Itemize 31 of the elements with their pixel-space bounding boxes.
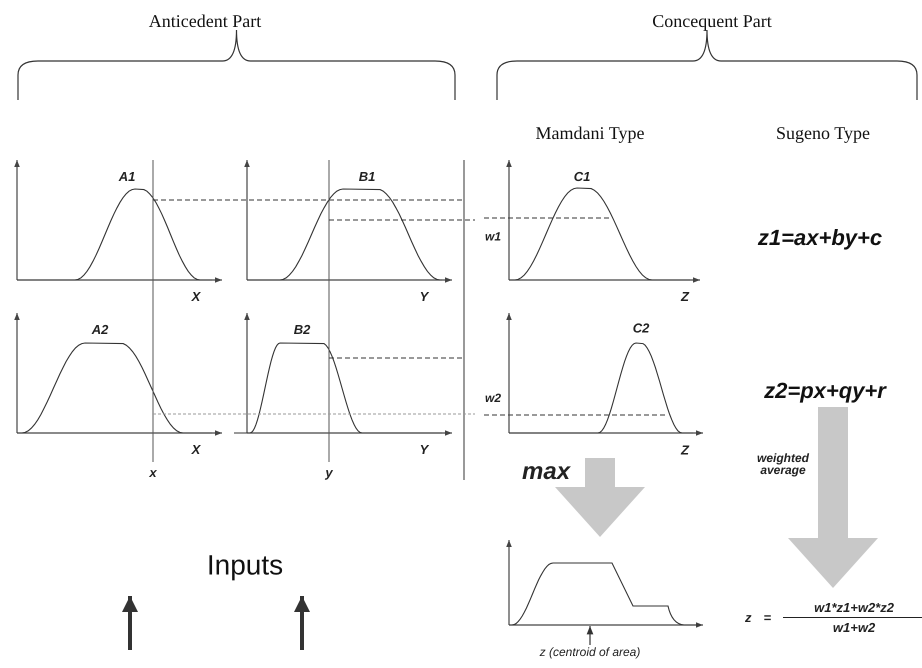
block-arrow — [555, 458, 645, 537]
centroid-label: z (centroid of area) — [538, 645, 642, 659]
set-label: A1 — [118, 170, 136, 184]
leader-arrow — [586, 626, 594, 645]
axis-label: Y — [420, 290, 428, 304]
set-label: C2 — [632, 320, 650, 336]
axis-label: X — [192, 290, 200, 304]
set-label: A2 — [92, 322, 108, 338]
axis-label: Z — [681, 290, 689, 304]
column-heading: Mamdani Type — [536, 124, 644, 144]
axis-label: Y — [420, 442, 428, 458]
set-label: B1 — [358, 170, 376, 184]
fraction-denominator: w1+w2 — [832, 618, 876, 636]
inputs-label: Inputs — [206, 550, 284, 582]
formula-symbol: z — [745, 610, 752, 624]
input-value-label: x — [149, 466, 157, 480]
rule-output-formula: z2=px+qy+r — [763, 377, 888, 405]
fraction-numerator: w1*z1+w2*z2 — [813, 598, 895, 616]
section-heading: Anticedent Part — [148, 12, 262, 32]
column-heading: Sugeno Type — [776, 124, 870, 144]
rule-output-formula: z1=ax+by+c — [758, 226, 882, 250]
axis-label: Z — [681, 442, 689, 458]
set-label: B2 — [294, 322, 310, 338]
input-value-label: y — [325, 466, 333, 480]
block-arrow — [788, 407, 878, 588]
formula-symbol: = — [764, 610, 772, 624]
axis-label: X — [192, 442, 200, 458]
set-label: C1 — [574, 170, 590, 184]
weight-label: w1 — [485, 230, 501, 244]
weight-label: w2 — [485, 391, 501, 405]
section-heading: Concequent Part — [652, 12, 772, 32]
